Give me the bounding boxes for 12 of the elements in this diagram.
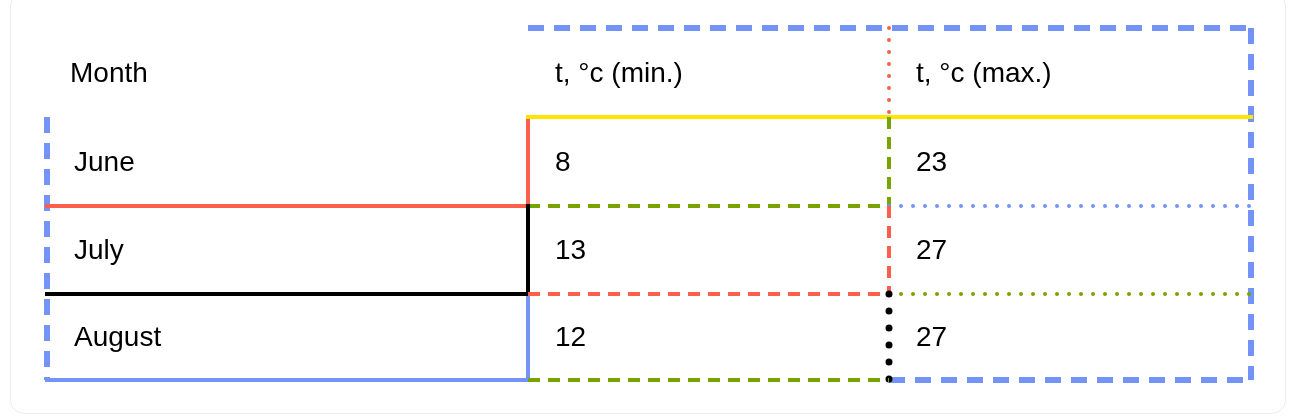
table-cell-text: July (74, 233, 124, 267)
table-cell-text: June (74, 144, 135, 179)
column-header: Month (70, 56, 148, 90)
column-header: t, °c (max.) (916, 56, 1052, 90)
table-cell-text: 8 (555, 144, 571, 179)
column-header: t, °c (min.) (555, 56, 683, 90)
table-cell-text: 27 (916, 320, 948, 354)
table-cell-text: August (74, 320, 162, 354)
table-cell-text: 23 (916, 144, 948, 179)
table-cell-text: 12 (555, 320, 587, 354)
table-cell-text: 27 (916, 233, 948, 267)
table-cell-text: 13 (555, 233, 587, 267)
